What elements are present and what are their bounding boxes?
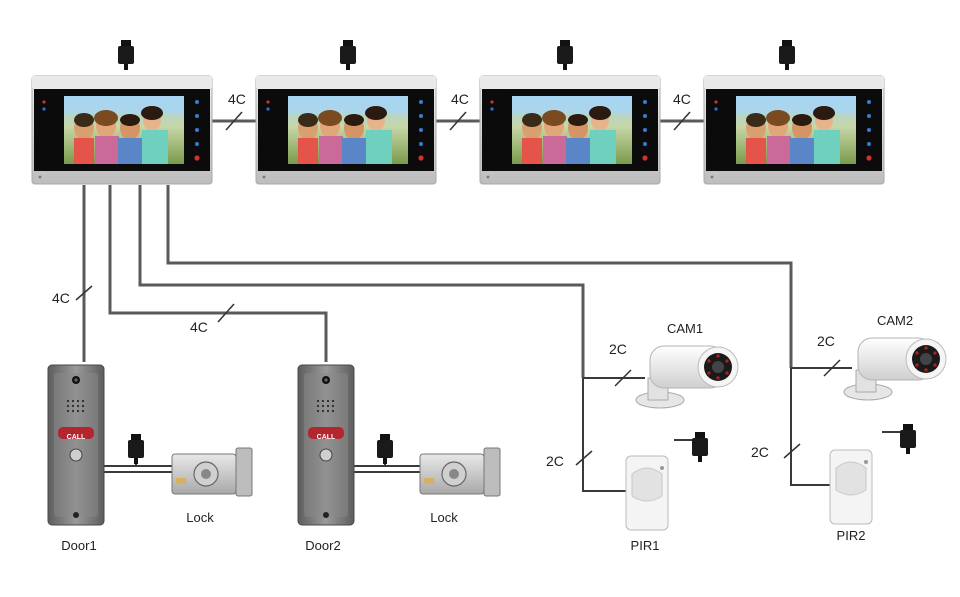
power-adapter-icon	[340, 40, 356, 70]
monitor-extension-2	[255, 75, 437, 185]
camera-1	[635, 345, 739, 409]
cam2-label: CAM2	[877, 313, 913, 328]
monitor-extension-4	[703, 75, 885, 185]
wire-label-cam2: 2C	[817, 333, 835, 349]
door-station-2: CALL	[297, 364, 355, 526]
power-adapter-icon	[377, 434, 393, 464]
wire-label-pir2: 2C	[751, 444, 769, 460]
power-adapter-icon	[900, 424, 916, 454]
lock1-label: Lock	[186, 510, 214, 525]
door1-label: Door1	[61, 538, 96, 553]
wire-pir1-branch	[582, 378, 626, 492]
wire-label-monitor-link-2: 4C	[451, 91, 469, 107]
monitor-main	[31, 75, 213, 185]
pir-sensor-1	[625, 455, 669, 531]
call-button-label: CALL	[317, 434, 336, 441]
power-adapter-icon	[692, 432, 708, 462]
wire-label-monitor-link-1: 4C	[228, 91, 246, 107]
power-adapter-icon	[779, 40, 795, 70]
pir2-label: PIR2	[837, 528, 866, 543]
call-button-label: CALL	[67, 434, 86, 441]
wire-pir2-branch	[790, 368, 830, 486]
wire-cam2-trunk	[166, 185, 793, 368]
power-adapter-icon	[118, 40, 134, 70]
pir-sensor-2	[829, 449, 873, 525]
power-adapter-icon	[128, 434, 144, 464]
wire-label-monitor-link-3: 4C	[673, 91, 691, 107]
wire-label-pir1: 2C	[546, 453, 564, 469]
monitor-extension-3	[479, 75, 661, 185]
cam1-label: CAM1	[667, 321, 703, 336]
door2-label: Door2	[305, 538, 340, 553]
electric-lock-2	[419, 447, 501, 497]
wire-label-cam1: 2C	[609, 341, 627, 357]
electric-lock-1	[171, 447, 253, 497]
camera-2	[843, 337, 947, 401]
wire-label-door2: 4C	[190, 319, 208, 335]
lock2-label: Lock	[430, 510, 458, 525]
wire-cam1-trunk	[138, 185, 585, 378]
door-station-1: CALL	[47, 364, 105, 526]
pir1-label: PIR1	[631, 538, 660, 553]
wire-door2	[108, 185, 328, 362]
power-adapter-icon	[557, 40, 573, 70]
wire-label-door1: 4C	[52, 290, 70, 306]
